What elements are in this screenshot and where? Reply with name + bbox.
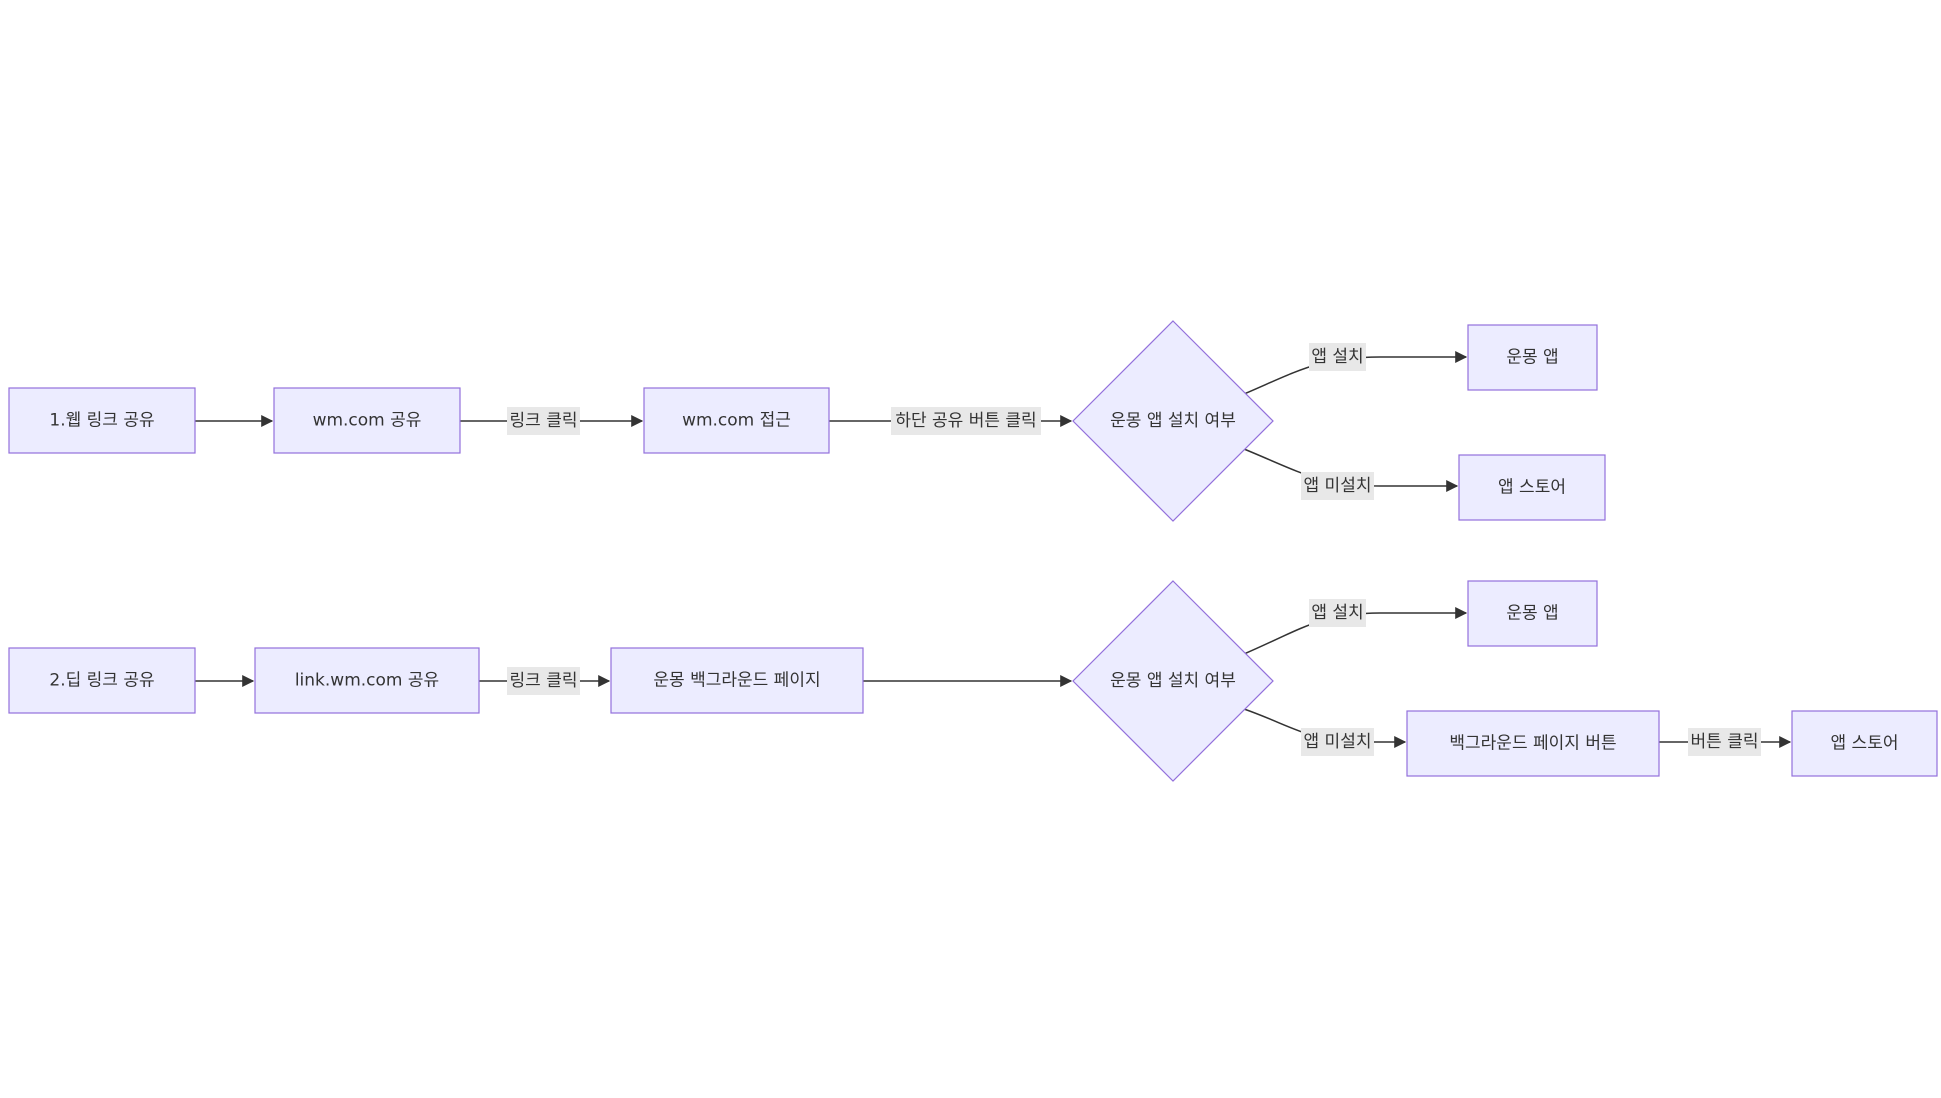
edge-label-f1-not-installed: 앱 미설치 <box>1301 472 1374 500</box>
node-f2-app-store: 앱 스토어 <box>1791 710 1938 777</box>
svg-text:운몽 앱 설치 여부: 운몽 앱 설치 여부 <box>1110 671 1236 691</box>
svg-text:버튼 클릭: 버튼 클릭 <box>1691 732 1759 752</box>
node-f2-background-page: 운몽 백그라운드 페이지 <box>610 647 864 714</box>
svg-text:운몽 앱: 운몽 앱 <box>1506 348 1558 368</box>
svg-text:2.딥 링크 공유: 2.딥 링크 공유 <box>49 671 154 691</box>
svg-text:앱 설치: 앱 설치 <box>1311 603 1363 623</box>
node-f2-unmong-app: 운몽 앱 <box>1467 580 1598 647</box>
node-f1-web-link-share: 1.웹 링크 공유 <box>8 387 196 454</box>
svg-text:1.웹 링크 공유: 1.웹 링크 공유 <box>49 411 154 431</box>
edge-label-f1-link-click: 링크 클릭 <box>507 407 580 435</box>
node-f1-app-store: 앱 스토어 <box>1458 454 1606 521</box>
svg-text:하단 공유 버튼 클릭: 하단 공유 버튼 클릭 <box>895 411 1036 431</box>
edge-label-f1-installed: 앱 설치 <box>1309 343 1366 371</box>
svg-text:앱 미설치: 앱 미설치 <box>1304 476 1372 496</box>
edge-label-f2-not-installed: 앱 미설치 <box>1301 728 1374 756</box>
node-f2-link-wm-share: link.wm.com 공유 <box>254 647 480 714</box>
svg-text:wm.com 접근: wm.com 접근 <box>682 411 791 431</box>
svg-text:운몽 앱 설치 여부: 운몽 앱 설치 여부 <box>1110 411 1236 431</box>
edge-label-f2-installed: 앱 설치 <box>1309 599 1366 627</box>
svg-text:운몽 앱: 운몽 앱 <box>1506 604 1558 624</box>
node-f2-background-page-button: 백그라운드 페이지 버튼 <box>1406 710 1660 777</box>
edge-label-f1-bottom-share: 하단 공유 버튼 클릭 <box>891 407 1041 435</box>
svg-text:앱 스토어: 앱 스토어 <box>1831 734 1899 754</box>
svg-text:링크 클릭: 링크 클릭 <box>510 411 578 431</box>
svg-text:운몽 백그라운드 페이지: 운몽 백그라운드 페이지 <box>653 671 820 691</box>
svg-text:앱 설치: 앱 설치 <box>1311 347 1363 367</box>
decision-f2-app-installed: 운몽 앱 설치 여부 <box>1072 580 1274 782</box>
node-f1-wm-share: wm.com 공유 <box>273 387 461 454</box>
svg-text:링크 클릭: 링크 클릭 <box>510 671 578 691</box>
svg-text:link.wm.com 공유: link.wm.com 공유 <box>295 671 439 691</box>
svg-text:앱 미설치: 앱 미설치 <box>1304 732 1372 752</box>
edge-label-f2-button-click: 버튼 클릭 <box>1688 728 1761 756</box>
svg-text:백그라운드 페이지 버튼: 백그라운드 페이지 버튼 <box>1449 734 1616 754</box>
svg-text:wm.com 공유: wm.com 공유 <box>313 411 422 431</box>
node-f1-wm-access: wm.com 접근 <box>643 387 830 454</box>
node-f1-unmong-app: 운몽 앱 <box>1467 324 1598 391</box>
decision-f1-app-installed: 운몽 앱 설치 여부 <box>1072 320 1274 522</box>
edge-label-f2-link-click: 링크 클릭 <box>507 667 580 695</box>
node-f2-deep-link-share: 2.딥 링크 공유 <box>8 647 196 714</box>
svg-text:앱 스토어: 앱 스토어 <box>1498 478 1566 498</box>
